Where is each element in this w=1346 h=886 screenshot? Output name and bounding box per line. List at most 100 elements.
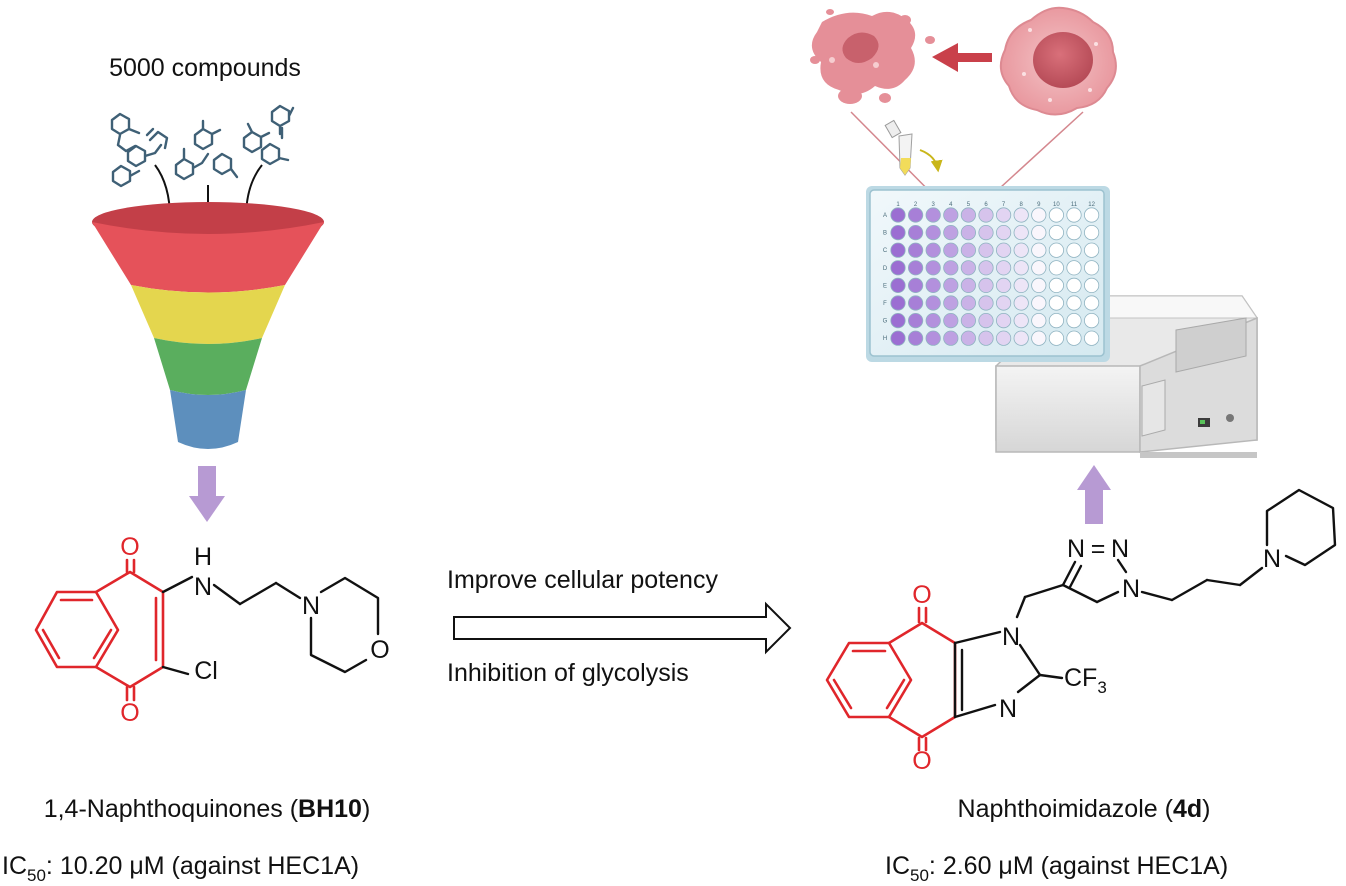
plate-column-label: 12 [1088, 202, 1095, 208]
plate-well [1048, 225, 1065, 241]
plate-well [995, 277, 1012, 293]
atom-n: N [999, 695, 1017, 723]
plate-well [1031, 242, 1047, 258]
atom-n: N [302, 592, 320, 620]
plate-well [1031, 295, 1047, 311]
plate-well [925, 225, 941, 241]
plate-well [943, 312, 959, 329]
plate-well [907, 260, 924, 276]
plate-well [1013, 295, 1029, 311]
atom-o: O [370, 636, 389, 664]
plate-well [1031, 312, 1047, 329]
plate-well [907, 277, 924, 293]
transition-top-label: Improve cellular potency [447, 566, 718, 594]
funnel-down-arrow [189, 466, 225, 522]
plate-well [1048, 330, 1065, 346]
funnel-heading: 5000 compounds [109, 54, 301, 82]
plate-well [1013, 260, 1029, 276]
plate-well [1084, 260, 1100, 276]
plate-row-label: B [883, 231, 887, 237]
atom-n: N [1122, 575, 1140, 603]
plate-well [943, 260, 959, 276]
plate-well [925, 295, 941, 311]
plate-well [1031, 260, 1047, 276]
plate-row-label: E [883, 283, 887, 289]
plate-column-label: 8 [1020, 202, 1024, 208]
4d-name: Naphthoimidazole (4d) [958, 795, 1211, 823]
plate-well [1013, 242, 1029, 258]
plate-well [978, 207, 994, 223]
plate-well [1066, 225, 1082, 241]
kill-arrow [932, 43, 992, 72]
plate-well [995, 295, 1012, 311]
atom-h: H [194, 543, 212, 571]
atom-o: O [120, 533, 139, 561]
bh10-structure [34, 558, 380, 702]
funnel-icon [92, 202, 324, 449]
bh10-ic50: IC50: 10.20 μM (against HEC1A) [2, 852, 359, 885]
plate-column-label: 9 [1037, 202, 1041, 208]
plate-row-label: A [883, 213, 887, 219]
plate-well [1031, 277, 1047, 293]
plate-well [925, 260, 941, 276]
plate-wells [890, 207, 1100, 346]
plate-well [1013, 277, 1029, 293]
atom-n: N [1002, 623, 1020, 651]
plate-well [943, 295, 959, 311]
plate-well [960, 312, 977, 329]
plate-well [960, 330, 977, 346]
plate-column-label: 4 [949, 202, 953, 208]
plate-well [1084, 242, 1100, 258]
plate-well [1084, 207, 1100, 223]
plate-column-label: 2 [914, 202, 918, 208]
plate-well [960, 295, 977, 311]
plate-well [1066, 295, 1082, 311]
plate-well [1013, 225, 1029, 241]
atom-o: O [912, 581, 931, 609]
plate-well [907, 225, 924, 241]
plate-well [1066, 277, 1082, 293]
plate-well [907, 330, 924, 346]
plate-well [1066, 242, 1082, 258]
plate-well [1048, 312, 1065, 329]
dead-cell-icon [810, 9, 935, 104]
plate-well [978, 330, 994, 346]
plate-well [890, 277, 906, 293]
plate-well [890, 330, 906, 346]
atom-o: O [120, 699, 139, 727]
plate-well [960, 277, 977, 293]
plate-well [995, 242, 1012, 258]
plate-well [995, 207, 1012, 223]
plate-well [1048, 242, 1065, 258]
plate-column-label: 3 [932, 202, 936, 208]
plate-well [1066, 207, 1082, 223]
plate-column-label: 1 [896, 202, 900, 208]
plate-well [943, 207, 959, 223]
plate-well [1066, 330, 1082, 346]
plate-well [978, 260, 994, 276]
plate-well [960, 242, 977, 258]
plate-row-label: C [883, 248, 888, 254]
plate-well [925, 277, 941, 293]
plate-well [1084, 225, 1100, 241]
plate-well [1048, 207, 1065, 223]
plate-well [925, 207, 941, 223]
plate-well [978, 295, 994, 311]
plate-well [1031, 207, 1047, 223]
plate-well [925, 312, 941, 329]
atom-n: N [194, 573, 212, 601]
plate-well [1084, 277, 1100, 293]
plate-well [978, 312, 994, 329]
atom-o: O [912, 747, 931, 775]
plate-well [960, 260, 977, 276]
plate-well [978, 242, 994, 258]
plate-well [925, 330, 941, 346]
plate-row-label: G [883, 319, 888, 325]
plate-row-label: H [883, 336, 887, 342]
plate-well [907, 207, 924, 223]
plate-well [1031, 225, 1047, 241]
screen-up-arrow [1077, 465, 1111, 524]
